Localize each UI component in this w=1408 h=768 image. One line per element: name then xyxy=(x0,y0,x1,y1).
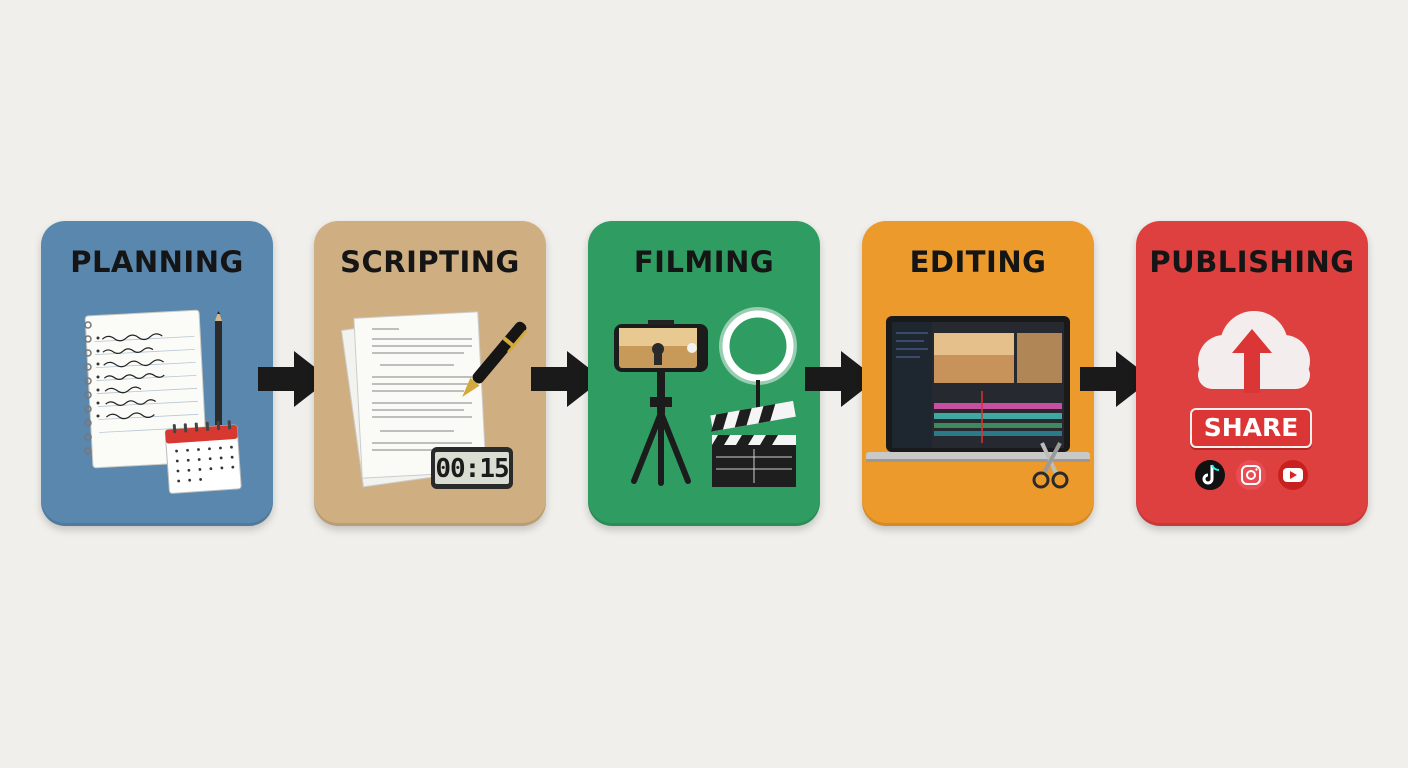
step-card-scripting: SCRIPTING 00:15 xyxy=(314,221,546,526)
planning-illustration xyxy=(84,309,242,494)
step-card-publishing: PUBLISHING SHARE xyxy=(1136,221,1368,526)
step-title-planning: PLANNING xyxy=(70,245,244,279)
filming-illustration xyxy=(614,307,797,487)
step-title-publishing: PUBLISHING xyxy=(1149,245,1355,279)
laptop-icon xyxy=(866,316,1090,462)
scissors-icon xyxy=(1032,442,1069,489)
pen-icon xyxy=(462,321,528,398)
share-button[interactable]: SHARE xyxy=(1190,408,1312,448)
clapperboard-icon xyxy=(710,400,796,487)
calendar-icon xyxy=(164,420,242,494)
tripod-icon xyxy=(631,368,691,486)
step-title-scripting: SCRIPTING xyxy=(340,245,520,279)
timer-display: 00:15 xyxy=(435,454,509,484)
arrow-right-icon xyxy=(531,351,603,407)
arrow-right-icon xyxy=(805,351,877,407)
youtube-icon xyxy=(1278,460,1308,490)
digital-timer-icon xyxy=(431,447,513,489)
scripting-illustration xyxy=(340,311,528,489)
publishing-illustration xyxy=(1195,311,1310,490)
tiktok-icon xyxy=(1195,460,1225,490)
instagram-icon xyxy=(1236,460,1266,490)
script-pages-icon xyxy=(340,311,487,488)
smartphone-icon xyxy=(614,320,708,372)
editing-illustration xyxy=(866,316,1090,489)
step-title-filming: FILMING xyxy=(633,245,775,279)
step-card-planning: PLANNING xyxy=(41,221,273,526)
arrow-right-icon xyxy=(1080,351,1152,407)
step-card-editing: EDITING xyxy=(862,221,1094,526)
arrow-right-icon xyxy=(258,351,330,407)
step-title-editing: EDITING xyxy=(909,245,1047,279)
pencil-icon xyxy=(215,311,222,425)
cloud-upload-icon xyxy=(1198,311,1310,393)
step-card-filming: FILMING xyxy=(588,221,820,526)
ring-light-icon xyxy=(719,307,797,417)
